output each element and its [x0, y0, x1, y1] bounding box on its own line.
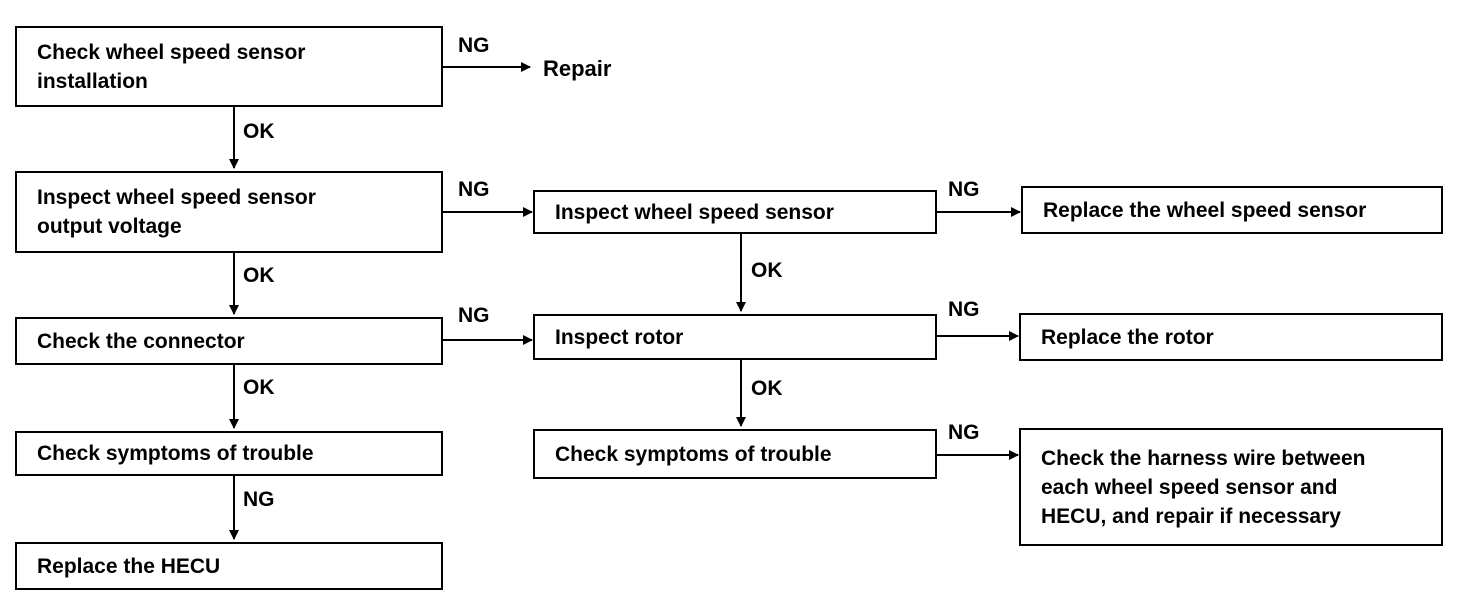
box-inspect-sensor: Inspect wheel speed sensor [533, 190, 937, 234]
ng-label: NG [458, 34, 490, 57]
box-label: Replace the wheel speed sensor [1043, 198, 1367, 222]
box-label: Check the harness wire between each whee… [1041, 446, 1366, 528]
box-check-symptoms-left: Check symptoms of trouble [15, 431, 443, 476]
ok-label: OK [243, 264, 275, 287]
box-check-symptoms-mid: Check symptoms of trouble [533, 429, 937, 479]
box-label: Replace the HECU [37, 554, 221, 578]
box-check-connector: Check the connector [15, 317, 443, 365]
ng-label: NG [948, 298, 980, 321]
box-label: Check wheel speed sensor installation [37, 40, 306, 93]
repair-terminal: Repair [543, 56, 612, 81]
box-label: Check symptoms of trouble [37, 442, 314, 465]
ng-label: NG [948, 421, 980, 444]
box-inspect-output-voltage: Inspect wheel speed sensor output voltag… [15, 171, 443, 253]
box-check-harness: Check the harness wire between each whee… [1019, 428, 1443, 546]
ok-label: OK [243, 376, 275, 399]
box-replace-hecu: Replace the HECU [15, 542, 443, 590]
ng-label: NG [948, 178, 980, 201]
box-label: Inspect wheel speed sensor output voltag… [37, 186, 316, 238]
ng-label: NG [458, 178, 490, 201]
ok-label: OK [751, 259, 783, 282]
box-check-installation: Check wheel speed sensor installation [15, 26, 443, 107]
box-replace-rotor: Replace the rotor [1019, 313, 1443, 361]
box-inspect-rotor: Inspect rotor [533, 314, 937, 360]
box-replace-sensor: Replace the wheel speed sensor [1021, 186, 1443, 234]
box-label: Replace the rotor [1041, 325, 1214, 349]
ng-label: NG [458, 304, 490, 327]
box-label: Check the connector [37, 329, 245, 353]
box-label: Check symptoms of trouble [555, 442, 832, 466]
ok-label: OK [243, 120, 275, 143]
ok-label: OK [751, 377, 783, 400]
ng-label: NG [243, 488, 275, 511]
box-label: Inspect rotor [555, 325, 684, 349]
box-label: Inspect wheel speed sensor [555, 200, 834, 224]
